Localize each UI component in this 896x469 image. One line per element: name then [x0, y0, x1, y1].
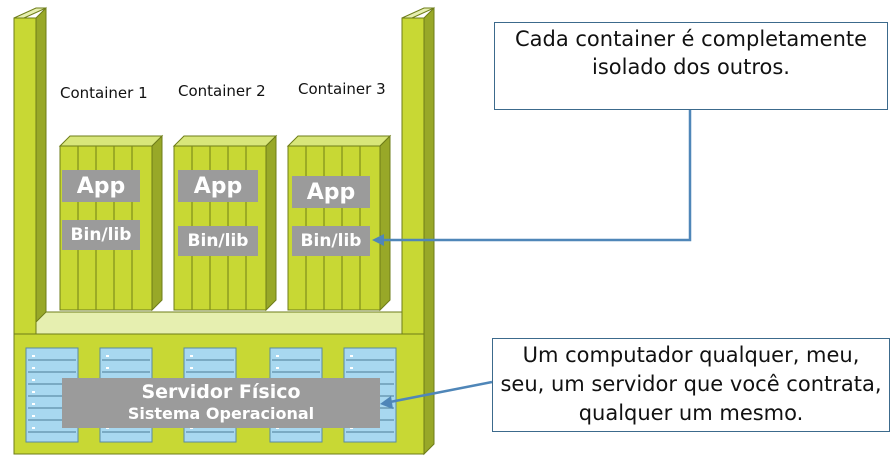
top-callout-arrowhead — [372, 234, 384, 246]
container-2-app-block: App — [178, 170, 258, 202]
container-1-side — [151, 134, 163, 312]
container-2 — [172, 134, 278, 312]
container-1-binlib-block: Bin/lib — [62, 220, 140, 250]
container-3-side — [379, 134, 391, 312]
container-3-app-block: App — [292, 176, 370, 208]
frame-right-post-side — [423, 6, 435, 456]
container-1-app-block: App — [62, 170, 140, 202]
container-3-top — [286, 135, 392, 147]
container-3-binlib-block: Bin/lib — [292, 226, 370, 256]
arrows — [372, 108, 692, 409]
container-2-label: Container 2 — [178, 82, 266, 100]
isolation-callout: Cada container é completamente isolado d… — [494, 22, 888, 110]
bottom-callout-arrowhead — [380, 396, 393, 409]
top-callout-connector — [380, 108, 692, 242]
container-3 — [286, 134, 392, 312]
container-2-binlib-block: Bin/lib — [178, 226, 258, 256]
frame-shelf — [35, 311, 403, 335]
container-1-top — [58, 135, 164, 147]
server-title: Servidor Físico — [141, 381, 301, 403]
server-os-block: Servidor Físico Sistema Operacional — [62, 378, 380, 428]
server-callout: Um computador qualquer, meu, seu, um ser… — [492, 338, 890, 432]
bottom-callout-connector — [389, 380, 493, 404]
operating-system-label: Sistema Operacional — [127, 404, 315, 423]
frame-left-post-side — [35, 6, 47, 333]
container-2-side — [265, 134, 277, 312]
container-2-top — [172, 135, 278, 147]
container-1-label: Container 1 — [60, 84, 148, 102]
container-3-label: Container 3 — [298, 80, 386, 98]
